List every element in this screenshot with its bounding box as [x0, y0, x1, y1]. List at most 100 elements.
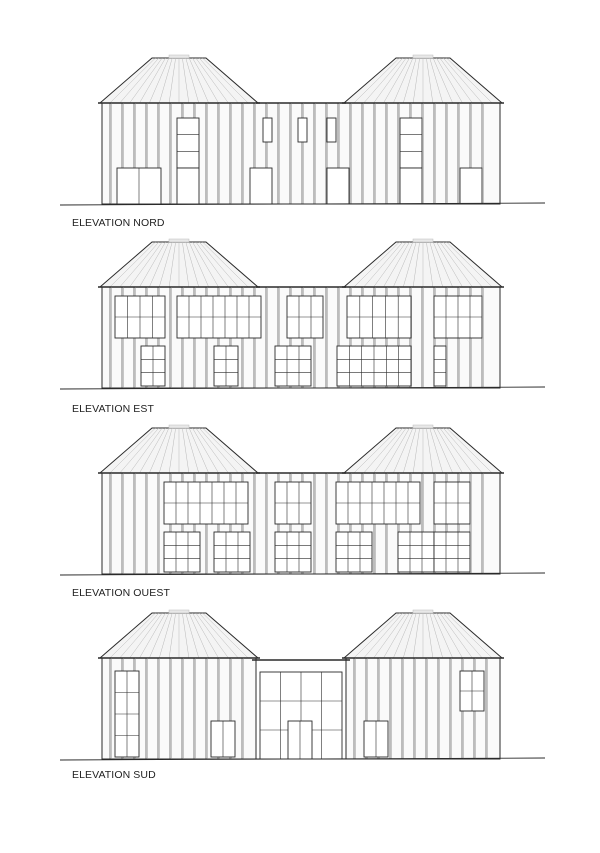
roof-seam	[185, 612, 199, 659]
roof-seam	[182, 241, 190, 288]
elevation-sud	[59, 609, 546, 761]
roof-seam	[426, 241, 434, 288]
roof-seam	[439, 427, 473, 474]
roof-seam	[446, 241, 493, 288]
roof-seam	[412, 427, 420, 474]
roof-seam	[373, 612, 407, 659]
elevation-nord	[59, 54, 546, 206]
door	[399, 167, 423, 205]
window	[163, 531, 201, 573]
roof-seam	[439, 612, 473, 659]
roof-seam	[439, 57, 473, 104]
roof-vent	[412, 238, 434, 243]
roof-seam	[149, 241, 170, 288]
roof-seam	[383, 612, 410, 659]
roof-vent	[412, 424, 434, 429]
door	[116, 167, 162, 205]
roof-seam	[149, 612, 170, 659]
roof-seam	[199, 57, 239, 104]
window	[213, 345, 239, 387]
roof-seam	[429, 427, 443, 474]
roof-seam	[403, 427, 417, 474]
roof-vent	[168, 54, 190, 59]
window-frame	[262, 117, 273, 143]
window	[210, 720, 236, 758]
roof-seam	[383, 241, 410, 288]
window	[326, 117, 337, 143]
roof-seam	[129, 241, 163, 288]
roof-seam	[393, 612, 414, 659]
roof-seam	[119, 612, 159, 659]
window	[274, 481, 312, 525]
roof-seam	[182, 427, 190, 474]
roof-seam	[119, 57, 159, 104]
roof-seam	[195, 57, 229, 104]
roof-seam	[426, 427, 434, 474]
roof-seam	[202, 57, 249, 104]
window-frame	[163, 531, 201, 573]
roof-seam	[432, 57, 453, 104]
roof-seam	[443, 427, 483, 474]
roof-seam	[443, 57, 483, 104]
window-frame	[274, 531, 312, 573]
roof-vent	[168, 238, 190, 243]
window	[274, 345, 312, 387]
window	[114, 670, 140, 758]
window	[433, 345, 447, 387]
roof-seam	[412, 241, 420, 288]
roof-seam	[436, 427, 463, 474]
window	[163, 481, 249, 525]
roof-seam	[353, 57, 400, 104]
roof-seam	[426, 612, 434, 659]
window	[459, 670, 485, 712]
window	[399, 117, 423, 169]
window	[397, 531, 435, 573]
roof-seam	[429, 612, 443, 659]
elevation-ouest	[59, 424, 546, 576]
door	[326, 167, 350, 205]
roof-seam	[192, 241, 219, 288]
roof-seam	[109, 612, 156, 659]
window	[114, 295, 166, 339]
elevation-ouest-label: ELEVATION OUEST	[72, 587, 170, 599]
roof-seam	[202, 612, 249, 659]
roof-seam	[436, 57, 463, 104]
roof-seam	[185, 427, 199, 474]
window	[336, 345, 412, 387]
roof-seam	[129, 57, 163, 104]
roof-seam	[192, 612, 219, 659]
roof-seam	[192, 57, 219, 104]
elevation-est	[59, 238, 546, 390]
window-frame	[213, 531, 251, 573]
roof-seam	[168, 241, 176, 288]
ground-line	[59, 572, 546, 576]
window	[286, 295, 324, 339]
roof-seam	[109, 427, 156, 474]
window	[297, 117, 308, 143]
window-frame	[249, 167, 273, 205]
roof-seam	[185, 57, 199, 104]
roof-seam	[139, 241, 166, 288]
window	[335, 531, 373, 573]
window-frame	[433, 345, 447, 387]
entrance-door	[287, 720, 313, 760]
roof-seam	[439, 241, 473, 288]
roof-vent	[168, 424, 190, 429]
roof-seam	[373, 57, 407, 104]
elevation-nord-label: ELEVATION NORD	[72, 217, 165, 229]
roof-seam	[199, 612, 239, 659]
window	[433, 481, 471, 525]
window-frame	[176, 117, 200, 169]
roof-seam	[436, 612, 463, 659]
elevation-sud-label: ELEVATION SUD	[72, 769, 156, 781]
window-frame	[399, 167, 423, 205]
ground-line	[59, 386, 546, 390]
window-frame	[399, 117, 423, 169]
roof-seam	[129, 427, 163, 474]
roof-seam	[182, 612, 190, 659]
window-frame	[397, 531, 435, 573]
roof-seam	[363, 427, 403, 474]
roof-seam	[432, 241, 453, 288]
roof-seam	[159, 241, 173, 288]
window	[346, 295, 412, 339]
